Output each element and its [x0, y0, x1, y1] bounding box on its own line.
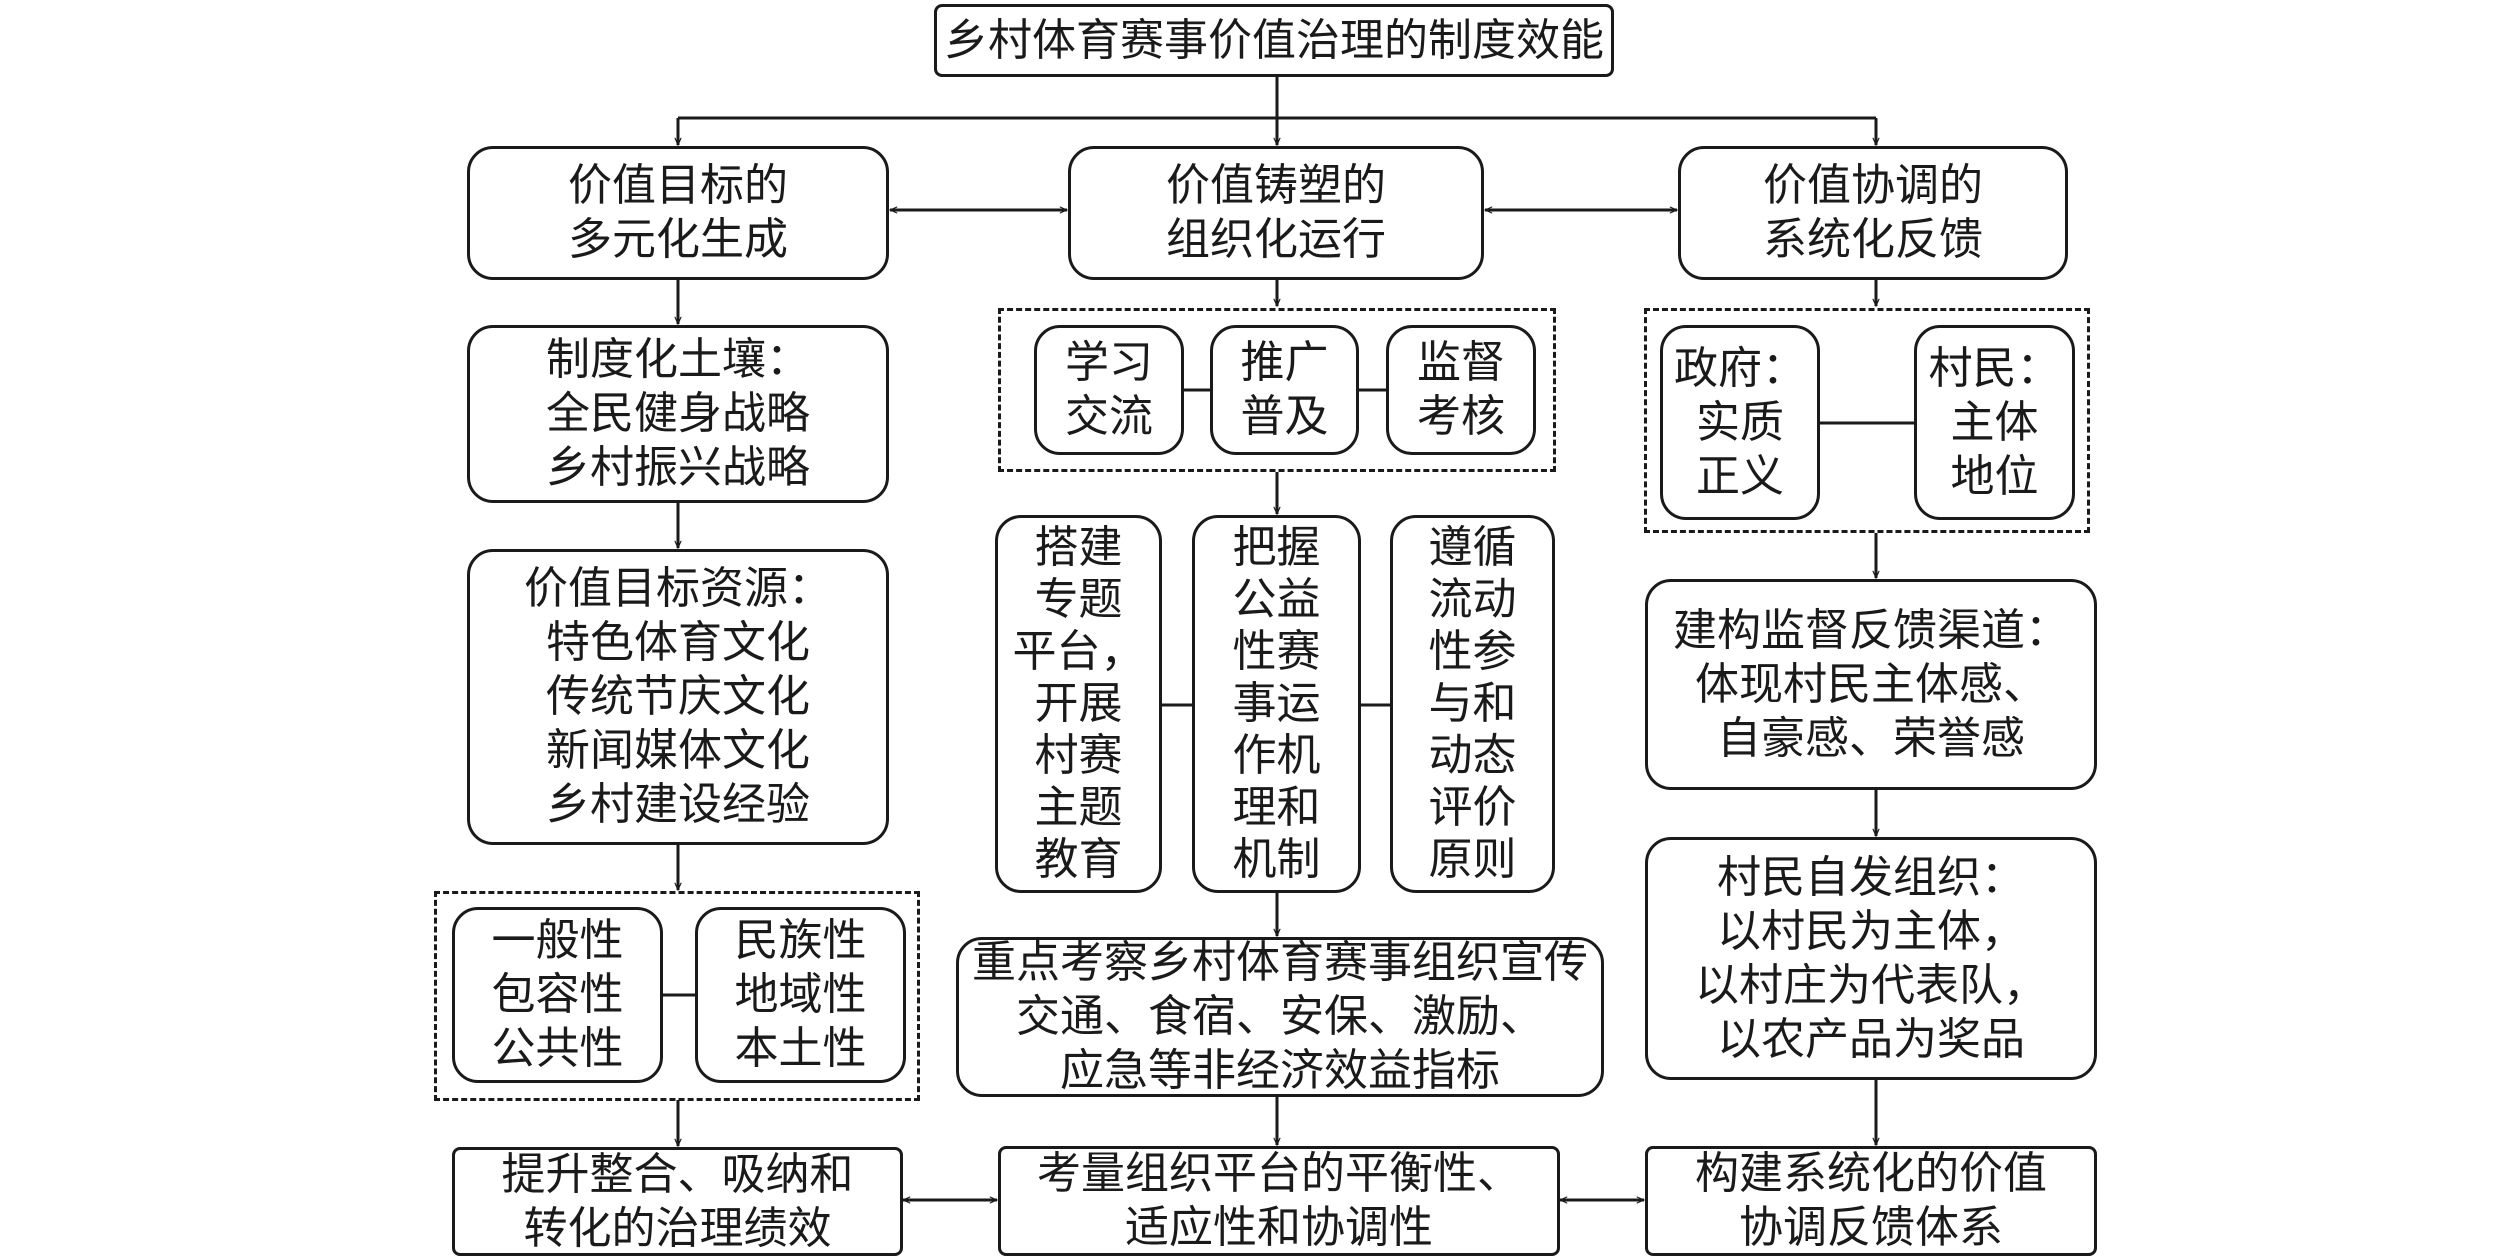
- center-focus: 重点考察乡村体育赛事组织宣传 交通、食宿、安保、激励、 应急等非经济效益指标: [956, 937, 1604, 1097]
- left-header: 价值目标的 多元化生成: [467, 146, 889, 280]
- left-traits-local: 民族性 地域性 本土性: [695, 907, 906, 1083]
- center-col-mechanism: 把握 公益 性赛 事运 作机 理和 机制: [1192, 515, 1361, 893]
- right-gov: 政府： 实质 正义: [1660, 325, 1820, 520]
- center-col-platform: 搭建 专题 平台， 开展 村赛 主题 教育: [995, 515, 1162, 893]
- center-step-promote: 推广 普及: [1210, 325, 1359, 455]
- dashed-group-steps: [998, 308, 1556, 472]
- right-self-org: 村民自发组织： 以村民为主体， 以村庄为代表队， 以农产品为奖品: [1645, 837, 2097, 1080]
- center-header: 价值铸塑的 组织化运行: [1068, 146, 1484, 280]
- right-channel: 建构监督反馈渠道： 体现村民主体感、 自豪感、荣誉感: [1645, 579, 2097, 790]
- center-step-learn: 学习 交流: [1034, 325, 1184, 455]
- left-result: 提升整合、吸纳和 转化的治理绩效: [452, 1147, 903, 1256]
- left-resources: 价值目标资源： 特色体育文化 传统节庆文化 新闻媒体文化 乡村建设经验: [467, 549, 889, 845]
- center-result: 考量组织平台的平衡性、 适应性和协调性: [998, 1146, 1560, 1256]
- dashed-group-gov-villagers: [1644, 308, 2090, 533]
- right-header: 价值协调的 系统化反馈: [1678, 146, 2068, 280]
- right-result: 构建系统化的价值 协调反馈体系: [1645, 1146, 2097, 1256]
- right-villagers: 村民： 主体 地位: [1914, 325, 2075, 520]
- diagram-title: 乡村体育赛事价值治理的制度效能: [934, 4, 1614, 77]
- left-soil: 制度化土壤： 全民健身战略 乡村振兴战略: [467, 325, 889, 503]
- center-col-principle: 遵循 流动 性参 与和 动态 评价 原则: [1390, 515, 1555, 893]
- center-step-supervise: 监督 考核: [1386, 325, 1536, 455]
- dashed-group-traits: [434, 891, 920, 1101]
- left-traits-general: 一般性 包容性 公共性: [452, 907, 663, 1083]
